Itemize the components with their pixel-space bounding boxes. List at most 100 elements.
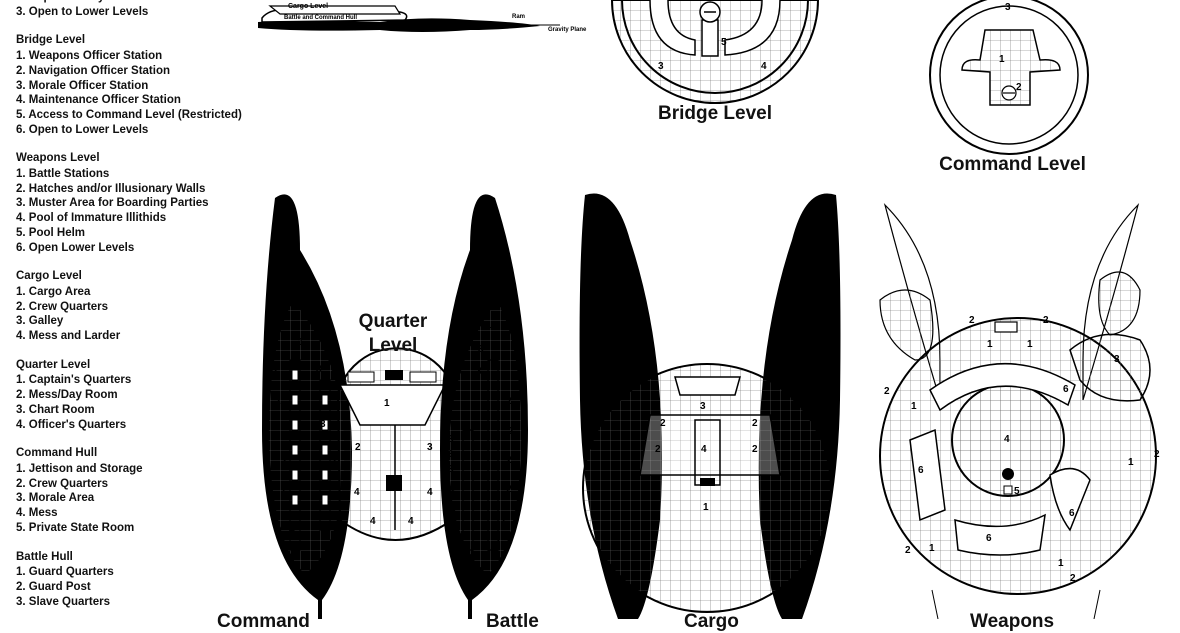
weapons-room: 2 (1154, 449, 1160, 460)
battle-hull-room: 3 (450, 504, 456, 515)
legend-item: 3. Morale Officer Station (16, 79, 149, 92)
weapons-room: 4 (1004, 434, 1010, 445)
cargo-room: 2 (752, 444, 758, 455)
weapons-room: 1 (911, 401, 917, 412)
legend-item: 1. Cargo Area (16, 285, 91, 298)
side-view-diagram: Cargo Level Battle and Command Hull Ram … (258, 3, 587, 33)
cargo-room: 2 (655, 444, 661, 455)
battle-hull-title-partial: Battle (486, 611, 539, 632)
left-hull-room: 3 (320, 419, 326, 430)
quarter-room: 2 (355, 442, 361, 453)
legend-item: 1. Captain's Quarters (16, 374, 132, 387)
cargo-room: 4 (701, 444, 707, 455)
legend-item: 1. Weapons Officer Station (16, 50, 163, 63)
battle-hull-room: 3 (450, 489, 456, 500)
quarter-room: 4 (427, 487, 433, 498)
side-gravity-label: Gravity Plane (548, 27, 587, 33)
cargo-room: 2 (660, 418, 666, 429)
legend-item: 2. Crew Quarters (16, 477, 109, 490)
cargo-room: 1 (703, 502, 709, 513)
side-ram-label: Ram (512, 14, 525, 20)
legend-item: 3. Morale Area (16, 492, 95, 505)
battle-hull-room: 3 (476, 366, 482, 377)
cargo-room: 3 (700, 401, 706, 412)
weapons-room: 2 (1043, 315, 1049, 326)
legend-heading: Cargo Level (16, 270, 82, 283)
legend-heading: Quarter Level (16, 358, 91, 371)
legend-item: 2. Captain's Day Room (16, 0, 276, 5)
weapons-room: 6 (1069, 508, 1075, 519)
left-hull-room: 5 (320, 552, 326, 563)
legend-item: 4. Officer's Quarters (16, 418, 127, 431)
weapons-level-title-partial: Weapons (970, 611, 1055, 632)
battle-hull-room: 2 (506, 396, 512, 407)
legend-item: 2. Guard Post (16, 580, 91, 593)
battle-hull-room: 3 (448, 449, 454, 460)
weapons-room: 1 (1058, 558, 1064, 569)
left-hull-room: 2 (275, 396, 281, 407)
battle-hull-room: 3 (448, 434, 454, 445)
legend-section: Quarter Level 1. Captain's Quarters 2. Mes… (16, 358, 276, 433)
command-room-1: 1 (999, 54, 1005, 65)
battle-hull-room: 2 (508, 426, 514, 437)
command-hull-title-partial: Command (217, 611, 310, 632)
left-hull-room: 1 (298, 337, 304, 348)
legend-item: 1. Battle Stations (16, 168, 110, 181)
legend-item: 2. Crew Quarters (16, 300, 109, 313)
bridge-room-3: 3 (658, 61, 664, 72)
legend-item: 5. Pool Helm (16, 226, 86, 239)
left-hull-room: 2 (332, 455, 338, 466)
weapons-room: 2 (905, 545, 911, 556)
cargo-room: 2 (752, 418, 758, 429)
legend-item: 6. Open to Lower Levels (16, 123, 149, 136)
legend-item: 3. Open to Lower Levels (16, 5, 149, 18)
left-hull-room: 3 (316, 364, 322, 375)
quarter-room: 4 (408, 516, 414, 527)
side-hull-label: Battle and Command Hull (284, 15, 357, 21)
legend-item: 5. Private State Room (16, 521, 135, 534)
quarter-level-title: Quarter Level (358, 311, 428, 356)
command-hull-plan: 1 3 2 3 2 2 2 2 4 5 (262, 194, 352, 619)
weapons-room: 1 (1128, 457, 1134, 468)
command-level-title: Command Level (939, 154, 1086, 175)
left-hull-room: 4 (289, 524, 295, 535)
bridge-room-5: 5 (721, 37, 727, 48)
legend-heading: Weapons Level (16, 152, 100, 165)
weapons-room: 6 (986, 533, 992, 544)
cargo-level-plan: 3 2 2 4 2 2 1 (579, 193, 841, 619)
weapons-room: 2 (1070, 573, 1076, 584)
battle-hull-room: 2 (494, 537, 500, 548)
weapons-room: 1 (1027, 339, 1033, 350)
legend-item: 1. Jettison and Storage (16, 462, 143, 475)
battle-hull-room: 2 (502, 514, 508, 525)
battle-hull-room: 3 (452, 519, 458, 530)
quarter-room: 4 (370, 516, 376, 527)
legend-item: 2. Hatches and/or Illusionary Walls (16, 182, 206, 195)
battle-hull-room: 2 (506, 484, 512, 495)
left-hull-room: 2 (272, 366, 278, 377)
battle-hull-room: 2 (506, 455, 512, 466)
legend-item: 2. Mess/Day Room (16, 389, 118, 402)
quarter-room: 3 (427, 442, 433, 453)
left-hull-room: 2 (282, 484, 288, 495)
legend-item: 3. Slave Quarters (16, 595, 110, 608)
battle-hull-room: 3 (448, 464, 454, 475)
quarter-room: 4 (354, 487, 360, 498)
legend-item: 5. Access to Command Level (Restricted) (16, 108, 242, 121)
weapons-room: 1 (929, 543, 935, 554)
bridge-room-4: 4 (761, 61, 767, 72)
side-cargo-label: Cargo Level (288, 3, 328, 10)
ship-deck-plans: Cargo Level Battle and Command Hull Ram … (258, 0, 1160, 619)
legend-item: 6. Open Lower Levels (16, 241, 135, 254)
legend-section: Cargo Level 1. Cargo Area 2. Crew Quarters… (16, 269, 276, 344)
left-hull-room: 2 (282, 455, 288, 466)
cargo-level-title-partial: Cargo (684, 611, 739, 632)
legend-item: 4. Mess (16, 507, 58, 520)
bridge-level-title: Bridge Level (657, 103, 773, 124)
battle-hull-room: 1 (486, 320, 492, 331)
weapons-room: 6 (918, 465, 924, 476)
legend-item: 4. Mess and Larder (16, 330, 121, 343)
